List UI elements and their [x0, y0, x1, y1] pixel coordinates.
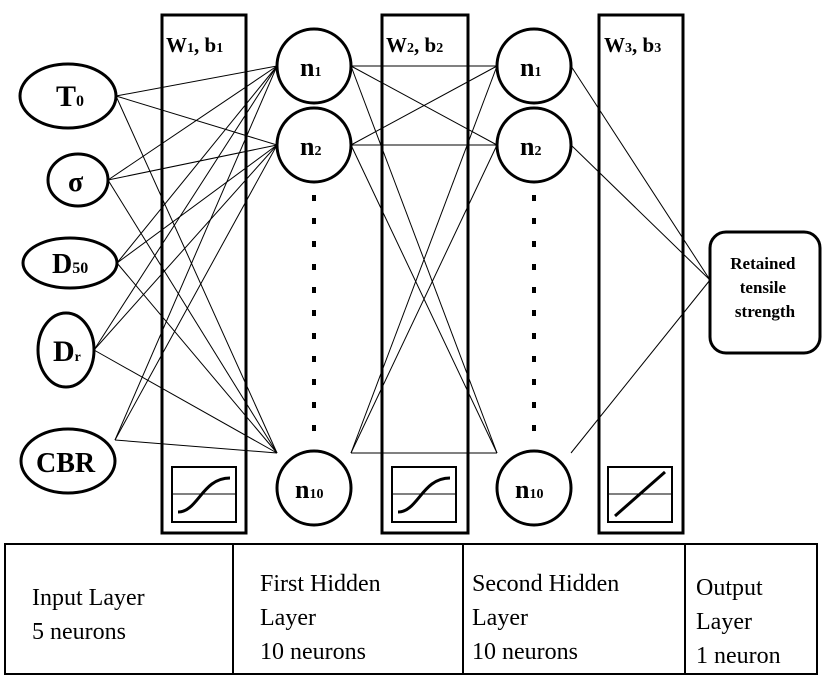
- weight-label-2: W2, b2: [386, 33, 443, 57]
- sigmoid-icon: [171, 466, 237, 523]
- ellipsis-dot: [312, 241, 316, 247]
- ellipsis-dot: [532, 333, 536, 339]
- connection-line: [570, 144, 711, 281]
- hidden1-node-n10: n10: [275, 449, 353, 527]
- svg-text:n1: n1: [520, 53, 541, 82]
- ellipsis-dot: [532, 310, 536, 316]
- hidden-layer-2: n1 n2 n10: [495, 27, 573, 527]
- ellipsis-dot: [532, 264, 536, 270]
- connection-line: [107, 179, 278, 454]
- connection-line: [107, 65, 278, 181]
- svg-text:T0: T0: [56, 80, 84, 113]
- cell-line: First Hidden: [260, 571, 381, 597]
- cell-line: Second Hidden: [472, 571, 620, 597]
- ellipsis-dot: [312, 356, 316, 362]
- connection-line: [93, 144, 278, 351]
- weight-boxes: [160, 13, 685, 535]
- weight-box-3: [597, 13, 685, 535]
- input-node-sigma: σ: [46, 152, 110, 208]
- cell-line: 1 neuron: [696, 643, 781, 669]
- connections: [93, 65, 711, 454]
- svg-text:CBR: CBR: [36, 448, 96, 479]
- ellipsis-dot: [532, 287, 536, 293]
- linear-icon: [607, 466, 673, 523]
- input-node-dr: Dr: [36, 311, 96, 389]
- ellipsis-dot: [532, 356, 536, 362]
- weight-label-1: W1, b1: [166, 33, 223, 57]
- table-cell-second-hidden-layer: Second Hidden Layer 10 neurons: [462, 543, 686, 675]
- connection-line: [114, 65, 278, 441]
- output-node: Retained tensile strength: [708, 230, 822, 355]
- connection-line: [350, 144, 498, 454]
- hidden2-node-n10: n10: [495, 449, 573, 527]
- cell-line: Input Layer: [32, 585, 145, 611]
- input-node-cbr: CBR: [19, 427, 117, 495]
- svg-text:Retained tensile s: Retained tensile strength: [730, 254, 799, 321]
- weight-box-2: [380, 13, 470, 535]
- ellipsis-dots-2: [532, 195, 536, 431]
- hidden1-node-n2: n2: [275, 106, 353, 184]
- ellipsis-dot: [532, 241, 536, 247]
- hidden2-node-n1: n1: [495, 27, 573, 105]
- svg-text:n1: n1: [300, 53, 321, 82]
- ellipsis-dot: [312, 402, 316, 408]
- weight-labels: W1, b1 W2, b2 W3, b3: [166, 33, 661, 57]
- cell-line: 10 neurons: [260, 639, 366, 665]
- hidden-layer-1: n1 n2 n10: [275, 27, 353, 527]
- cell-line: Layer: [260, 605, 316, 631]
- ellipsis-dot: [532, 218, 536, 224]
- network-diagram: W1, b1 W2, b2 W3, b3 T0 σ: [18, 13, 822, 535]
- connection-line: [350, 65, 498, 454]
- cell-line: 10 neurons: [472, 639, 578, 665]
- ellipsis-dots-1: [312, 195, 316, 431]
- svg-text:D50: D50: [52, 249, 88, 280]
- svg-text:n10: n10: [515, 475, 543, 504]
- input-layer: T0 σ D50 Dr CBR: [18, 62, 119, 495]
- svg-text:Dr: Dr: [53, 335, 81, 368]
- svg-text:n2: n2: [300, 132, 321, 161]
- connection-line: [93, 349, 278, 454]
- ellipsis-dot: [532, 425, 536, 431]
- cell-line: Layer: [472, 605, 528, 631]
- connection-line: [107, 144, 278, 181]
- cell-line: Output Layer: [696, 575, 763, 635]
- weight-label-3: W3, b3: [604, 33, 661, 57]
- connection-line: [116, 65, 278, 264]
- connection-line: [116, 144, 278, 264]
- layer-description-table: Input Layer 5 neurons First Hidden Layer…: [4, 543, 818, 675]
- input-node-d50: D50: [21, 236, 119, 290]
- ellipsis-dot: [532, 402, 536, 408]
- connection-line: [114, 144, 278, 441]
- svg-text:σ: σ: [68, 167, 84, 198]
- table-cell-first-hidden-layer: First Hidden Layer 10 neurons: [232, 543, 464, 675]
- ellipsis-dot: [312, 287, 316, 293]
- cell-line: 5 neurons: [32, 619, 126, 645]
- hidden1-node-n1: n1: [275, 27, 353, 105]
- svg-text:n10: n10: [295, 475, 323, 504]
- connection-line: [115, 65, 278, 97]
- ellipsis-dot: [312, 333, 316, 339]
- weight-box-1: [160, 13, 248, 535]
- ellipsis-dot: [312, 218, 316, 224]
- hidden2-node-n2: n2: [495, 106, 573, 184]
- ellipsis-dot: [312, 264, 316, 270]
- ellipsis-dot: [312, 310, 316, 316]
- svg-text:n2: n2: [520, 132, 541, 161]
- ellipsis-dot: [312, 425, 316, 431]
- sigmoid-icon: [391, 466, 457, 523]
- ellipsis-dot: [532, 379, 536, 385]
- connection-line: [570, 279, 711, 454]
- connection-line: [350, 65, 498, 146]
- ellipsis-dot: [312, 195, 316, 201]
- input-node-t0: T0: [18, 62, 118, 130]
- connection-line: [114, 439, 278, 454]
- connection-line: [570, 65, 711, 281]
- ellipsis-dot: [312, 379, 316, 385]
- ellipsis-dot: [532, 195, 536, 201]
- connection-line: [115, 95, 278, 454]
- table-cell-output-layer: Output Layer 1 neuron: [684, 543, 818, 675]
- table-cell-input-layer: Input Layer 5 neurons: [4, 543, 234, 675]
